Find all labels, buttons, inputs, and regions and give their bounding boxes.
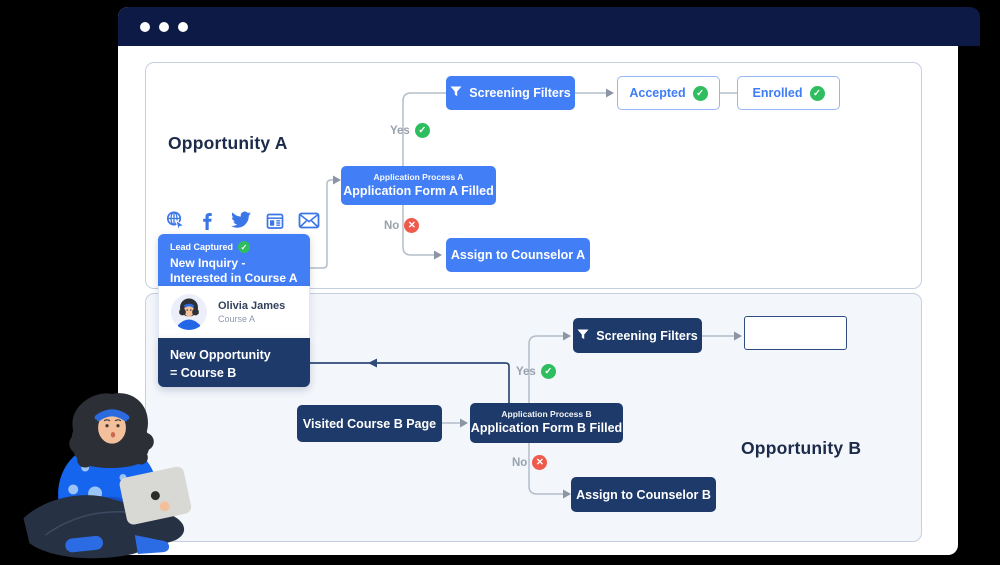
check-icon: ✓: [809, 85, 825, 101]
facebook-icon[interactable]: [199, 211, 217, 231]
no-label-b: No: [512, 456, 528, 469]
lead-captured-label: Lead Captured: [170, 242, 234, 252]
email-icon[interactable]: [298, 212, 320, 229]
filter-icon: [450, 86, 462, 100]
yes-label-a: Yes: [390, 124, 410, 137]
assign-counselor-a-node[interactable]: Assign to Counselor A: [446, 238, 590, 272]
assign-counselor-b-label: Assign to Counselor B: [576, 487, 711, 502]
application-process-a-title: Application Form A Filled: [343, 183, 494, 198]
window-control-dot[interactable]: [140, 21, 150, 32]
application-process-a-caption: Application Process A: [373, 171, 464, 182]
screening-filters-b-node[interactable]: Screening Filters: [573, 318, 702, 353]
browser-titlebar: [118, 7, 980, 46]
contact-card[interactable]: Olivia James Course A: [158, 286, 310, 338]
opportunity-b-title: Opportunity B: [741, 438, 862, 458]
filter-icon: [577, 329, 589, 343]
avatar: [171, 294, 207, 330]
result-placeholder-node[interactable]: [744, 316, 847, 350]
enrolled-label: Enrolled: [752, 86, 803, 100]
application-process-b-node[interactable]: Application Process B Application Form B…: [470, 403, 623, 443]
yes-branch-a: Yes ✓: [390, 123, 430, 138]
enrolled-node[interactable]: Enrolled ✓: [737, 76, 840, 110]
news-icon[interactable]: [265, 211, 285, 231]
application-process-b-title: Application Form B Filled: [470, 421, 623, 436]
screening-filters-a-label: Screening Filters: [469, 86, 571, 100]
yes-label-b: Yes: [516, 365, 536, 378]
yes-branch-b: Yes ✓: [516, 364, 556, 379]
cross-icon: ✕: [404, 218, 420, 233]
no-branch-a: No ✕: [384, 218, 420, 233]
screening-filters-a-node[interactable]: Screening Filters: [446, 76, 575, 110]
visited-course-b-label: Visited Course B Page: [302, 416, 437, 431]
screening-filters-b-label: Screening Filters: [596, 328, 698, 343]
new-opportunity-node[interactable]: New Opportunity = Course B: [158, 338, 310, 387]
lead-captured-node[interactable]: Lead Captured ✓ New Inquiry - Interested…: [158, 234, 310, 286]
check-icon: ✓: [540, 364, 556, 379]
twitter-icon[interactable]: [230, 211, 252, 230]
check-icon: ✓: [238, 241, 251, 253]
ad-click-icon[interactable]: [165, 210, 186, 231]
assign-counselor-a-label: Assign to Counselor A: [450, 248, 586, 262]
visited-course-b-node[interactable]: Visited Course B Page: [297, 405, 442, 442]
cross-icon: ✕: [532, 455, 548, 470]
lead-channel-icons: [165, 210, 320, 231]
check-icon: ✓: [692, 85, 708, 101]
accepted-label: Accepted: [629, 86, 686, 100]
contact-name: Olivia James: [218, 300, 286, 312]
application-process-b-caption: Application Process B: [501, 409, 592, 420]
check-icon: ✓: [414, 123, 430, 138]
new-opportunity-line-1: New Opportunity: [170, 348, 271, 362]
accepted-node[interactable]: Accepted ✓: [617, 76, 720, 110]
lead-line-2: Interested in Course A: [170, 271, 298, 285]
window-control-dot[interactable]: [178, 21, 188, 32]
opportunity-a-title: Opportunity A: [168, 133, 288, 153]
application-process-a-node[interactable]: Application Process A Application Form A…: [341, 166, 496, 205]
laptop-icon: [119, 466, 192, 525]
no-label-a: No: [384, 219, 400, 232]
new-opportunity-line-2: = Course B: [170, 366, 237, 381]
lead-line-1: New Inquiry -: [170, 256, 246, 270]
no-branch-b: No ✕: [512, 455, 548, 470]
assign-counselor-b-node[interactable]: Assign to Counselor B: [571, 477, 716, 512]
contact-course: Course A: [218, 314, 256, 324]
person-illustration: [23, 393, 192, 559]
window-control-dot[interactable]: [159, 21, 169, 32]
